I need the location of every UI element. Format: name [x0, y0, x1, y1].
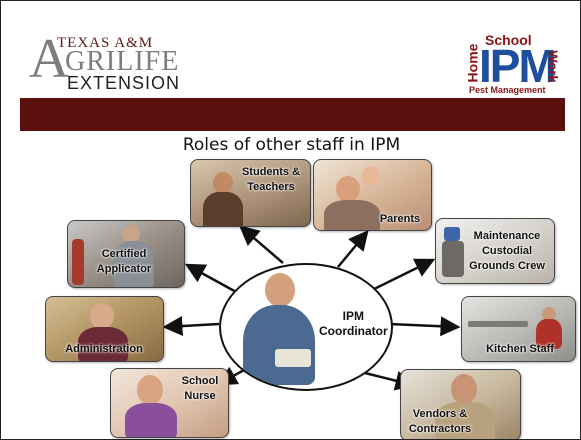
ipm-logo: IPM Home School Work Pest Management [464, 29, 567, 95]
maintenance-label-2: Custodial [481, 245, 533, 257]
slide-title: Roles of other staff in IPM [182, 135, 401, 155]
ipm-logo-main: IPM [479, 40, 557, 92]
students-label-1: Students & [241, 166, 301, 178]
agrilife-extension-logo: A TEXAS A&M GRILIFE EXTENSION [27, 28, 197, 93]
role-vendors-contractors: Vendors & Contractors [400, 369, 521, 439]
role-kitchen-staff: Kitchen Staff [461, 296, 576, 362]
arrow-to-kitchen [388, 316, 461, 337]
arrow-to-students [239, 225, 284, 264]
agrilife-extension: EXTENSION [67, 73, 181, 93]
maintenance-label-3: Grounds Crew [469, 260, 545, 272]
arrow-to-maintenance [369, 258, 436, 293]
ipm-coordinator-center: IPM Coordinator [219, 263, 393, 391]
role-students-teachers: Students & Teachers [190, 159, 311, 227]
role-certified-applicator: Certified Applicator [67, 220, 185, 288]
agrilife-big-a: A [29, 28, 70, 90]
role-administration: Administration [45, 296, 164, 362]
parents-label: Parents [379, 213, 421, 225]
kitchen-label: Kitchen Staff [486, 343, 554, 355]
ipm-logo-tagline: Pest Management [469, 85, 546, 95]
ipm-logo-school: School [485, 32, 532, 48]
nurse-label-2: Nurse [184, 390, 216, 402]
role-school-nurse: School Nurse [110, 368, 229, 438]
maintenance-label-1: Maintenance [473, 230, 541, 242]
agrilife-grilife: GRILIFE [65, 46, 180, 77]
vendors-label-2: Contractors [408, 423, 472, 435]
title-band [20, 98, 565, 131]
center-label-ipm: IPM [342, 309, 364, 323]
students-label-2: Teachers [247, 181, 295, 193]
vendors-label-1: Vendors & [412, 408, 468, 420]
center-label: IPM Coordinator [319, 309, 388, 339]
administration-label: Administration [65, 343, 143, 355]
agrilife-texas-am: TEXAS A&M [57, 35, 154, 51]
arrow-to-administration [162, 316, 220, 337]
certified-label-1: Certified [101, 248, 147, 260]
center-label-coordinator: Coordinator [319, 324, 388, 338]
role-maintenance: Maintenance Custodial Grounds Crew [435, 218, 555, 284]
arrow-to-parents [337, 230, 369, 268]
arrow-to-certified [184, 263, 239, 295]
certified-label-2: Applicator [96, 263, 152, 275]
nurse-label-1: School [181, 375, 219, 387]
role-parents: Parents [313, 159, 432, 231]
